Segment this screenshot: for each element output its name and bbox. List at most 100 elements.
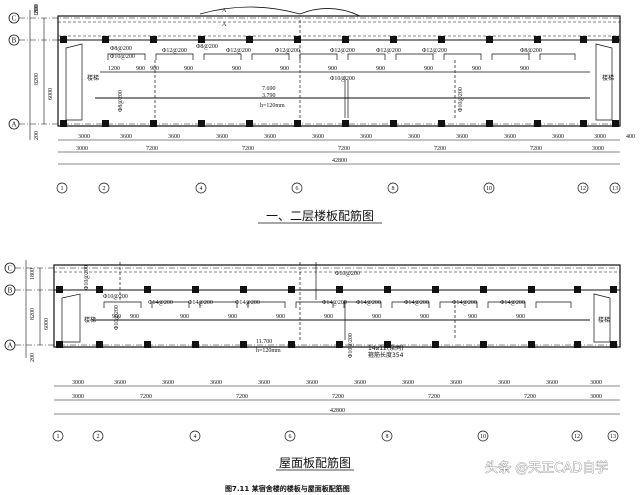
drawing-line: [198, 36, 205, 43]
drawing-label: 2: [103, 186, 106, 192]
drawing-label: 3600: [120, 134, 132, 140]
drawing-label: 3600: [312, 134, 324, 140]
drawing-label: Φ14@200: [148, 300, 173, 306]
drawing-line: [198, 120, 205, 127]
drawing-line: [342, 120, 349, 127]
top-columns: [60, 36, 619, 127]
drawing-line: [480, 286, 487, 293]
drawing-line: [486, 120, 493, 127]
drawing-label: 7200: [530, 146, 542, 152]
drawing-label: 7.690: [262, 86, 276, 92]
drawing-line: [343, 301, 382, 308]
drawing-label: 3600: [498, 380, 510, 386]
drawing-line: [607, 430, 619, 442]
drawing-line: [199, 301, 238, 308]
top-notes: 7.690 3.790 h=120mm: [260, 86, 285, 109]
drawing-label: 900: [328, 66, 337, 72]
drawing-line: [203, 53, 242, 60]
drawing-label: 3600: [552, 134, 564, 140]
drawing-label: 3000: [76, 146, 88, 152]
top-plan-title: 一、二层楼板配筋图: [266, 208, 374, 223]
drawing-label: Φ14@200: [500, 300, 525, 306]
drawing-line: [528, 286, 535, 293]
drawing-line: [240, 286, 247, 293]
drawing-label: 3600: [216, 134, 228, 140]
drawing-line: [438, 120, 445, 127]
drawing-label: 3000: [78, 134, 90, 140]
drawing-label: h=120mm: [260, 103, 285, 109]
drawing-label: 楼梯: [84, 316, 96, 324]
drawing-label: Φ10@200: [103, 294, 128, 300]
dim-8200: 8200: [34, 73, 40, 85]
drawing-line: [347, 53, 386, 60]
drawing-line: [288, 286, 295, 293]
drawing-line: [491, 53, 530, 60]
watermark: 头条 @天正CAD自学: [485, 460, 608, 476]
row-label-c: C: [12, 15, 17, 23]
drawing-line: [56, 182, 68, 194]
bottom-axis-bubbles: 1 2 4 6 8 10 12 13: [52, 430, 619, 442]
drawing-line: [595, 43, 613, 121]
drawing-line: [60, 36, 67, 43]
bottom-row-labels: C B A: [4, 262, 620, 351]
drawing-label: 8: [386, 434, 389, 440]
dim-200: 200: [34, 131, 40, 140]
drawing-label: 3.790: [262, 93, 276, 99]
drawing-label: Φ10@200: [330, 76, 355, 82]
drawing-line: [294, 36, 301, 43]
drawing-line: [384, 286, 391, 293]
drawing-line: [528, 341, 535, 348]
drawing-label: 2: [97, 434, 100, 440]
drawing-line: [432, 286, 439, 293]
drawing-label: 1800: [30, 268, 36, 280]
drawing-label: 3000: [594, 134, 606, 140]
drawing-line: [199, 6, 301, 15]
drawing-line: [102, 36, 109, 43]
drawing-line: [477, 430, 489, 442]
drawing-label: 900: [324, 314, 333, 320]
drawing-line: [534, 36, 541, 43]
drawing-label: 900: [112, 314, 121, 320]
drawing-line: [391, 301, 430, 308]
stair-label-left: 楼梯: [87, 74, 99, 82]
dim-200b: 200: [34, 5, 40, 14]
drawing-label: Φ10@200: [84, 265, 90, 290]
drawing-label: 7200: [524, 394, 536, 400]
drawing-label: 8200: [30, 308, 36, 320]
drawing-line: [288, 341, 295, 348]
drawing-label: Φ10@200: [114, 305, 120, 330]
drawing-line: [384, 341, 391, 348]
drawing-label: 400: [626, 134, 635, 140]
drawing-label: 900: [424, 66, 433, 72]
row-label-b: B: [12, 37, 17, 45]
drawing-label: 12: [574, 434, 580, 440]
drawing-line: [336, 341, 343, 348]
drawing-line: [251, 53, 290, 60]
drawing-label: 900: [280, 66, 289, 72]
section-mark-a: A: [222, 8, 227, 14]
drawing-label: C: [8, 265, 13, 273]
drawing-line: [150, 120, 157, 127]
drawing-label: 8: [392, 186, 395, 192]
drawing-line: [612, 36, 619, 43]
drawing-label: 12: [580, 186, 586, 192]
drawing-line: [387, 182, 399, 194]
drawing-label: 10: [486, 186, 492, 192]
drawing-line: [246, 120, 253, 127]
drawing-label: 3000: [72, 394, 84, 400]
drawing-label: 14⌀12(余同): [368, 344, 404, 352]
drawing-line: [487, 301, 526, 308]
drawing-line: [53, 264, 621, 348]
drawing-line: [107, 53, 146, 60]
drawing-label: 900: [276, 314, 285, 320]
drawing-label: Φ14@200: [322, 300, 347, 306]
drawing-line: [443, 53, 482, 60]
drawing-line: [150, 36, 157, 43]
bottom-notes: 11.700 h=120mm 14⌀12(余同) 箍筋长度354: [256, 339, 404, 359]
drawing-line: [299, 53, 338, 60]
drawing-line: [439, 301, 478, 308]
drawing-line: [57, 15, 621, 127]
drawing-label: 1: [57, 434, 60, 440]
drawing-label: 3600: [402, 380, 414, 386]
drawing-label: Φ12@200: [162, 48, 187, 54]
